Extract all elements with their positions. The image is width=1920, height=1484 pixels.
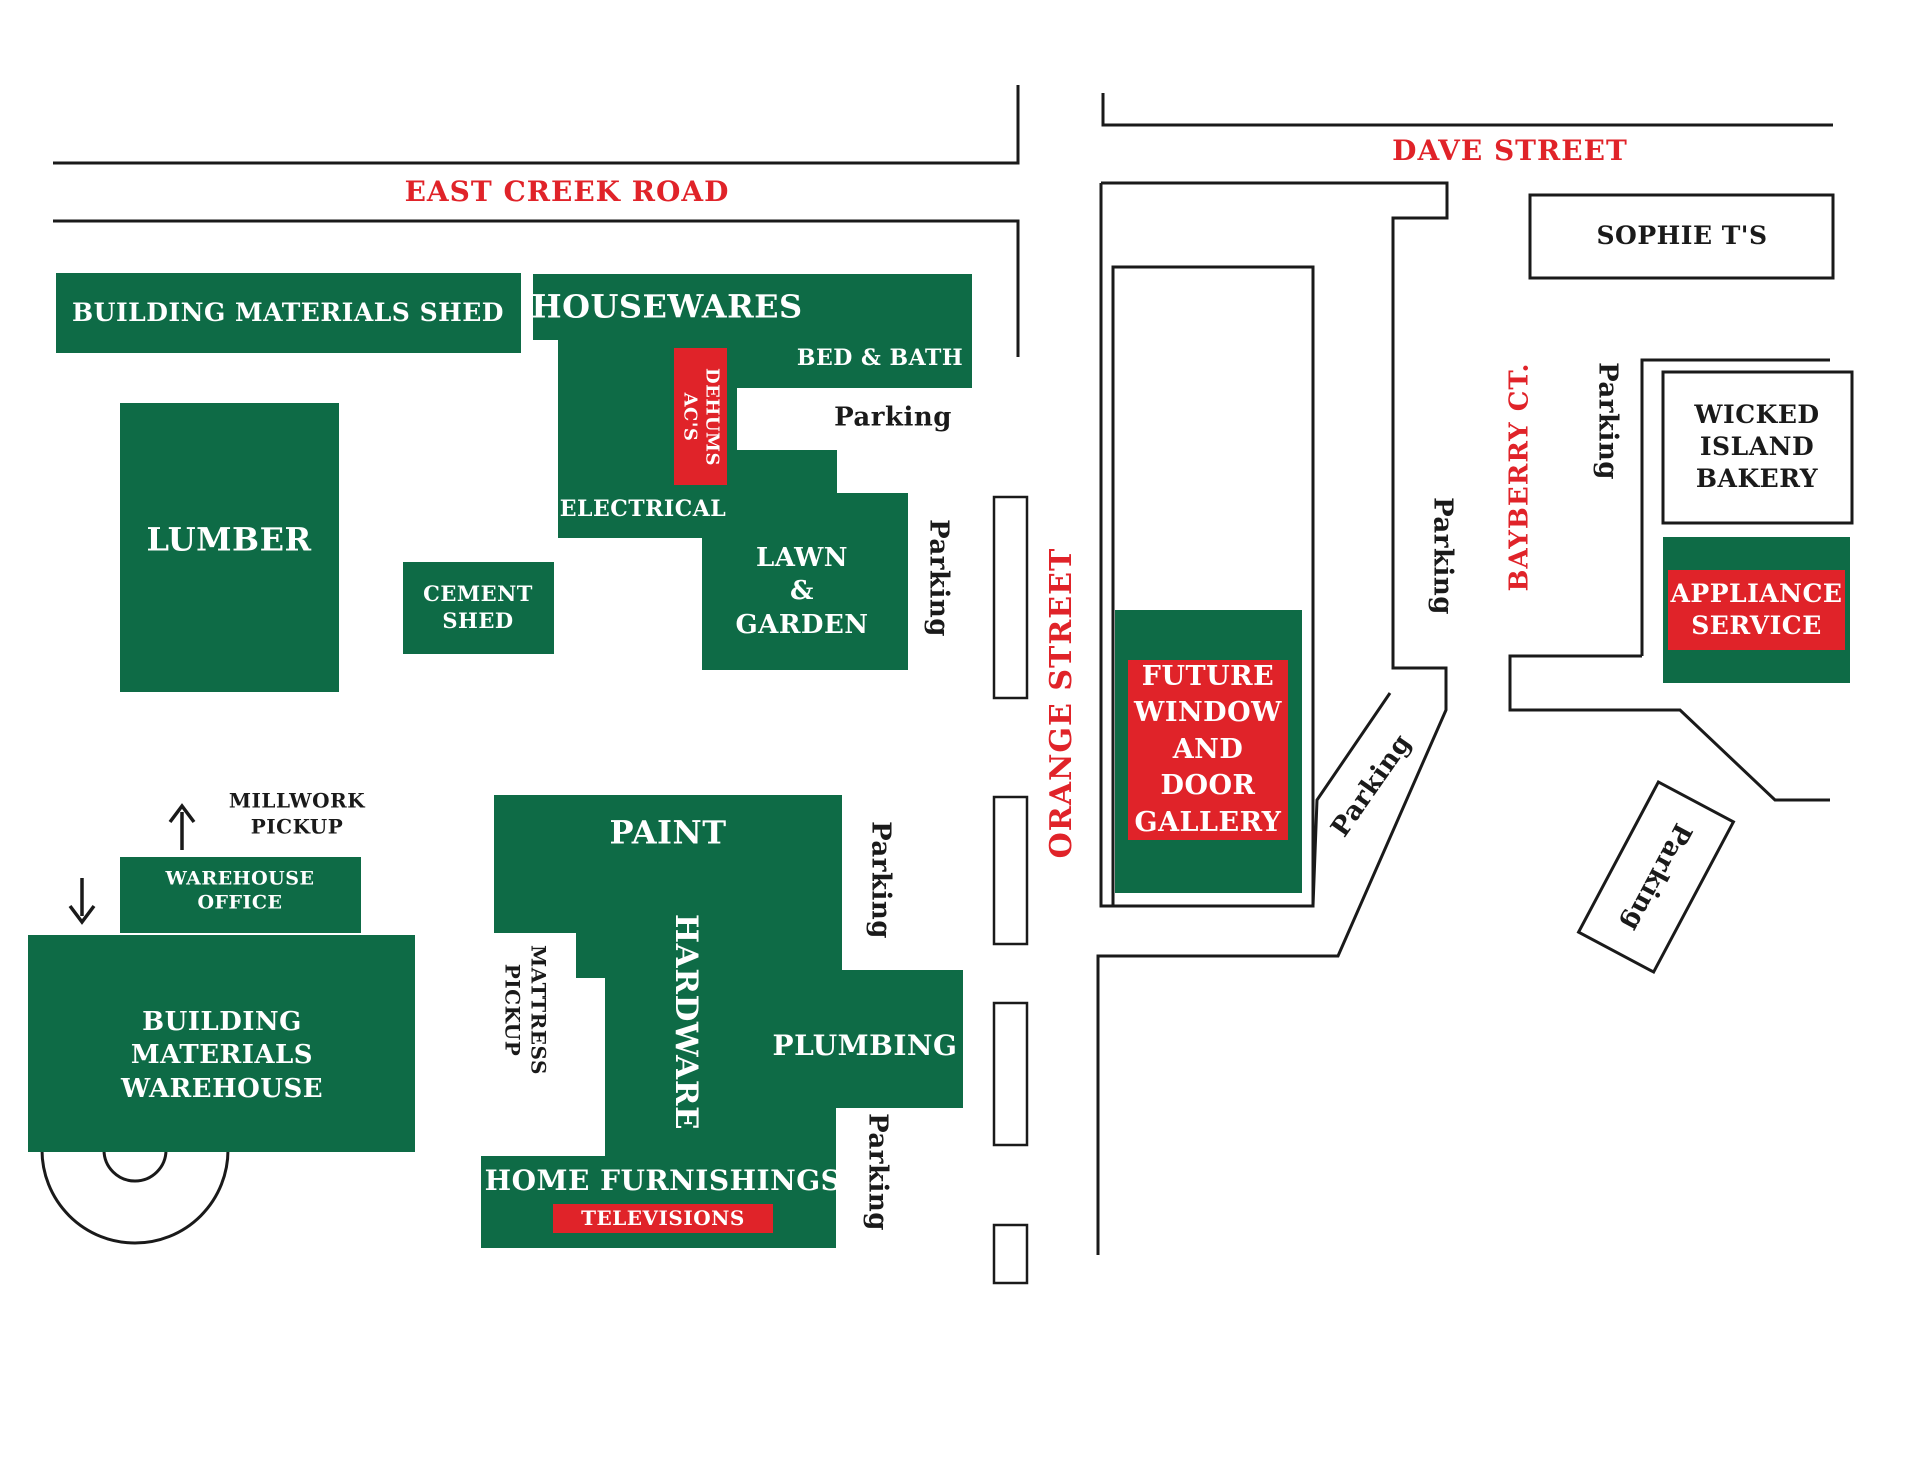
bakery-block-west-line: [1640, 358, 1830, 656]
parking-strip-1: [992, 495, 1029, 700]
orange-street-east-line: [1099, 183, 1392, 908]
parking-strip-4: [992, 1223, 1029, 1285]
sophie-ts-label: SOPHIE T'S: [1596, 221, 1768, 250]
parking-label-central-east: Parking: [1592, 362, 1623, 480]
east-creek-road-north-line: [53, 85, 1020, 165]
dave-street-south-and-central-parking-line: [1096, 181, 1449, 1255]
parking-label-central-west: Parking: [1427, 497, 1458, 615]
lawn-garden-label: LAWN & GARDEN: [735, 543, 869, 640]
parking-label-plumbing-south: Parking: [862, 1113, 893, 1231]
east-creek-road-label: EAST CREEK ROAD: [404, 175, 730, 209]
cement-shed-shape: [403, 562, 554, 654]
housewares-label: HOUSEWARES: [531, 287, 803, 326]
housewares-complex-shape: [533, 274, 972, 670]
future-gallery-label: FUTURE WINDOW AND DOOR GALLERY: [1134, 660, 1282, 838]
electrical-label: ELECTRICAL: [559, 495, 727, 522]
east-creek-road-south-line: [53, 219, 1020, 357]
millwork-pickup-label: MILLWORK PICKUP: [228, 788, 366, 838]
sophie-ts-box: [1528, 193, 1835, 280]
appliance-service-overlay: APPLIANCE SERVICE: [1668, 570, 1845, 650]
building-materials-shed-shape: [56, 273, 521, 353]
home-furnishings-label: HOME FURNISHINGS: [484, 1164, 842, 1198]
acs-label: AC'S: [679, 392, 701, 442]
bayberry-ct-label: BAYBERRY CT.: [1504, 362, 1535, 592]
millwork-pickup-arrow-icon: [168, 803, 196, 850]
paint-label: PAINT: [609, 813, 727, 852]
wicked-island-bakery-label: WICKED ISLAND BAKERY: [1694, 400, 1820, 493]
parking-label-bedbath: Parking: [834, 402, 952, 433]
cement-shed-label: CEMENT SHED: [423, 581, 533, 633]
building-materials-warehouse-label: BUILDING MATERIALS WAREHOUSE: [120, 1007, 324, 1104]
parking-strip-2: [992, 795, 1029, 946]
warehouse-office-shape: [120, 857, 361, 933]
warehouse-office-label: WAREHOUSE OFFICE: [165, 867, 315, 914]
orange-street-label: ORANGE STREET: [1043, 547, 1079, 859]
dave-street-north-line: [1101, 93, 1833, 127]
parking-label-lawngarden: Parking: [923, 519, 954, 637]
future-gallery-overlay: FUTURE WINDOW AND DOOR GALLERY: [1128, 660, 1288, 840]
warehouse-entry-arrow-icon: [68, 878, 96, 925]
hardware-label: HARDWARE: [667, 913, 704, 1131]
building-materials-warehouse-shape: [28, 935, 415, 1152]
mattress-pickup-label: MATTRESS PICKUP: [501, 945, 551, 1075]
acs-dehums-overlay: [674, 348, 727, 485]
televisions-overlay: TELEVISIONS: [553, 1204, 773, 1233]
wicked-island-bakery-box: [1661, 370, 1854, 525]
parking-strip-3: [992, 1001, 1029, 1147]
appliance-service-label: APPLIANCE SERVICE: [1670, 579, 1843, 640]
parking-label-plumbing-north: Parking: [865, 821, 896, 939]
dave-street-label: DAVE STREET: [1392, 134, 1628, 168]
dehums-label: DEHUMS: [701, 368, 723, 466]
tilted-parking-lot: [1576, 779, 1736, 975]
plumbing-label: PLUMBING: [772, 1029, 958, 1063]
televisions-label: TELEVISIONS: [581, 1205, 745, 1230]
bed-bath-label: BED & BATH: [796, 344, 964, 371]
paint-hardware-complex-shape: [481, 795, 963, 1248]
lumber-label: LUMBER: [146, 520, 312, 559]
building-materials-shed-label: BUILDING MATERIALS SHED: [72, 298, 504, 327]
lumber-shape: [120, 403, 339, 692]
bayberry-south-line: [1508, 654, 1830, 802]
